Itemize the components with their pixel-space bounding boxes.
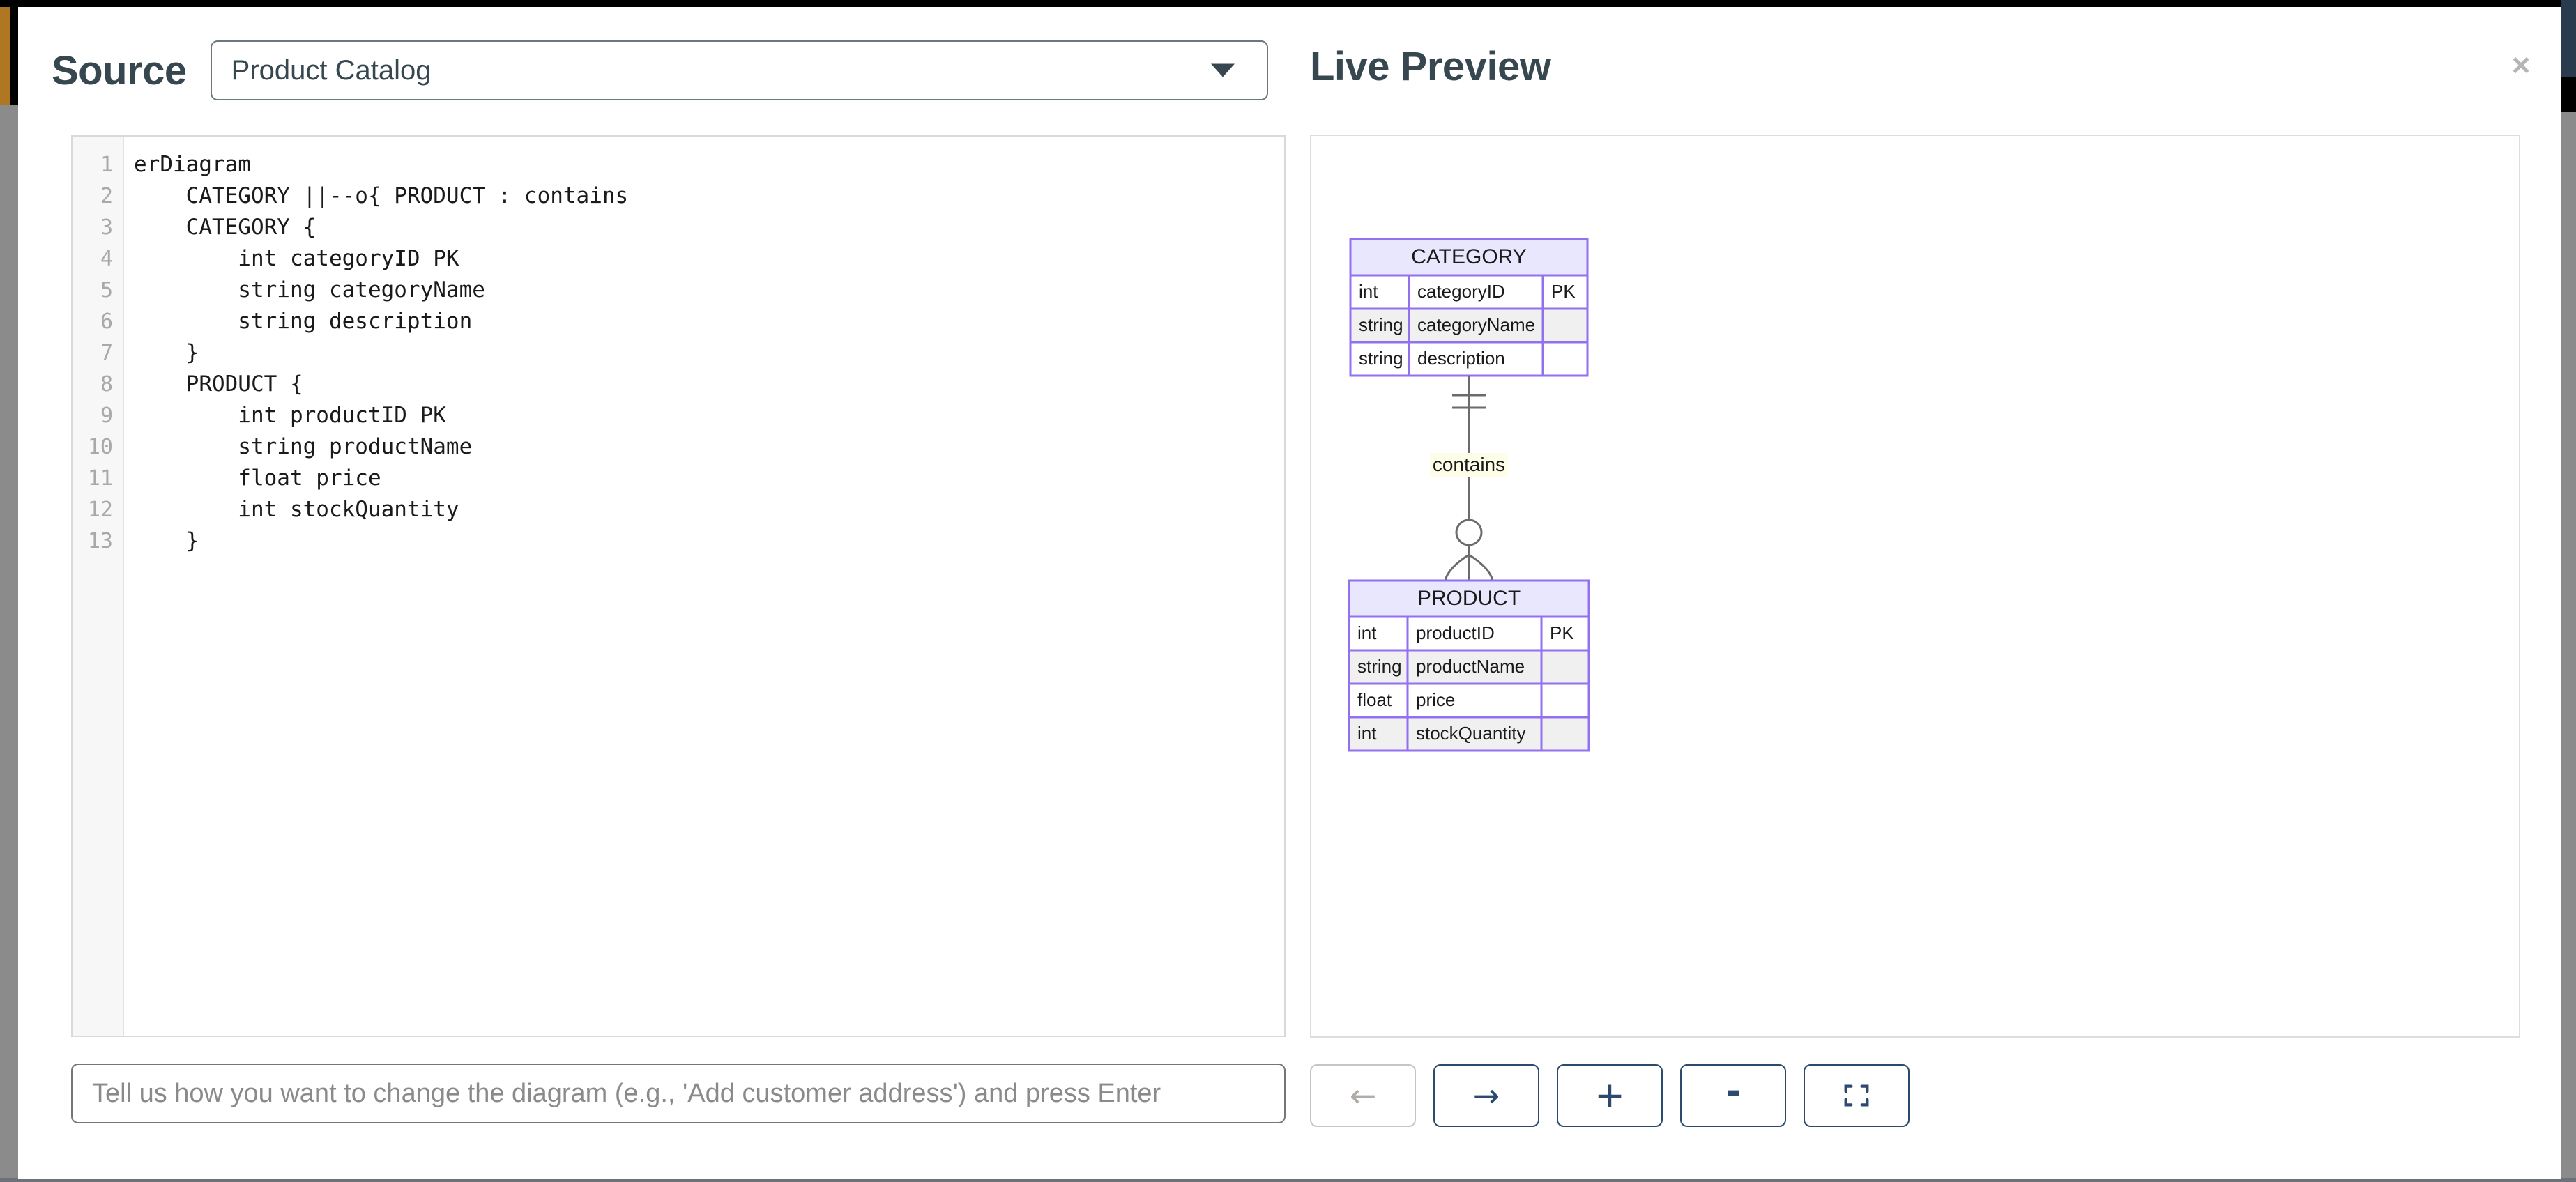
code-line: string productName [134,434,473,459]
code-line: int productID PK [134,403,446,428]
attribute-type: float [1357,689,1392,710]
attribute-name: price [1416,689,1455,710]
source-header: Source Product Catalog [52,40,1268,100]
attribute-type: string [1357,656,1402,677]
entity-product-header-box [1348,579,1590,618]
page-background-left-lower [0,105,18,1182]
line-number: 10 [87,435,113,459]
line-number: 8 [100,372,113,397]
plus-icon: + [1594,1075,1625,1116]
attribute-name: categoryID [1417,281,1505,302]
attribute-key: PK [1551,281,1576,302]
relationship-label-bg [1430,453,1508,477]
relationship-contains: contains [1430,376,1508,581]
entity-category-header-box [1349,238,1589,277]
code-line: float price [134,466,381,491]
code-line: string description [134,309,473,334]
page-background-right-lower [2561,112,2576,1182]
attribute-type: string [1359,348,1403,369]
preview-pane: Live Preview CATEGORY int categoryID PK [1296,7,2561,1179]
line-number: 5 [100,278,113,302]
relationship-label: contains [1433,454,1505,475]
code-line: } [134,340,199,365]
line-number: 11 [87,466,113,491]
attribute-name: productID [1416,622,1495,643]
arrow-left-icon: ← [1349,1077,1377,1114]
prompt-placeholder: Tell us how you want to change the diagr… [92,1078,1161,1108]
code-content[interactable]: erDiagram CATEGORY ||--o{ PRODUCT : cont… [124,137,1284,1036]
attribute-type: string [1359,314,1403,335]
source-pane: Source Product Catalog 1 2 3 4 5 6 7 8 9… [36,7,1286,1179]
preview-toolbar: ← → + - [1310,1064,1910,1127]
entity-row-bg [1349,341,1589,377]
page-background-right-dark [2561,77,2576,112]
page-background-top [0,0,2576,7]
entity-category-name: CATEGORY [1411,245,1527,268]
line-number: 3 [100,215,113,240]
minus-icon: - [1725,1070,1741,1112]
diagram-select[interactable]: Product Catalog [210,40,1268,100]
attribute-type: int [1357,622,1377,643]
preview-title: Live Preview [1310,44,1551,89]
line-number: 13 [87,529,113,553]
line-number: 12 [87,498,113,522]
line-number-gutter: 1 2 3 4 5 6 7 8 9 10 11 12 13 [73,137,124,1036]
page-footer-strip [0,1178,2576,1182]
close-icon[interactable]: × [2511,47,2531,83]
attribute-key: PK [1550,622,1574,643]
fit-screen-button[interactable] [1804,1064,1910,1127]
entity-row-bg [1348,716,1590,752]
code-editor[interactable]: 1 2 3 4 5 6 7 8 9 10 11 12 13 erDiagram … [71,135,1286,1037]
line-number: 6 [100,309,113,334]
page-background-accent [0,0,10,105]
attribute-type: int [1359,281,1378,302]
line-number: 4 [100,247,113,271]
prompt-input[interactable]: Tell us how you want to change the diagr… [71,1064,1286,1123]
attribute-name: stockQuantity [1416,723,1526,744]
line-number: 9 [100,404,113,428]
code-line: erDiagram [134,152,251,177]
entity-product: PRODUCT int productID PK string productN… [1348,579,1590,752]
code-line: CATEGORY ||--o{ PRODUCT : contains [134,183,629,208]
attribute-type: int [1357,723,1377,744]
forward-button[interactable]: → [1433,1064,1539,1127]
er-diagram-svg: CATEGORY int categoryID PK string catego… [1348,238,1590,752]
code-line: } [134,528,199,553]
line-number: 1 [100,153,113,177]
back-button[interactable]: ← [1310,1064,1416,1127]
code-line: PRODUCT { [134,371,303,397]
chevron-down-icon [1211,63,1235,77]
diagram-canvas[interactable]: CATEGORY int categoryID PK string catego… [1310,135,2520,1038]
crows-foot-prong [1444,553,1470,581]
attribute-name: categoryName [1417,314,1535,335]
code-line: int categoryID PK [134,246,459,271]
crows-foot-prong [1468,553,1494,581]
code-line: CATEGORY { [134,215,317,240]
zoom-in-button[interactable]: + [1557,1064,1663,1127]
arrow-right-icon: → [1472,1077,1500,1114]
diagram-editor-modal: × Source Product Catalog 1 2 3 4 5 6 7 8… [18,7,2561,1179]
page-title: Source [52,47,187,93]
entity-product-name: PRODUCT [1417,587,1521,610]
line-number: 2 [100,184,113,208]
fullscreen-icon [1844,1084,1869,1107]
cardinality-zero-circle [1455,519,1483,546]
diagram-select-value: Product Catalog [231,54,432,86]
entity-category: CATEGORY int categoryID PK string catego… [1349,238,1589,377]
zoom-out-button[interactable]: - [1680,1064,1786,1127]
entity-row-bg [1348,649,1590,685]
code-line: int stockQuantity [134,497,459,522]
attribute-name: description [1417,348,1505,369]
line-number: 7 [100,341,113,365]
attribute-name: productName [1416,656,1525,677]
code-line: string categoryName [134,277,485,302]
